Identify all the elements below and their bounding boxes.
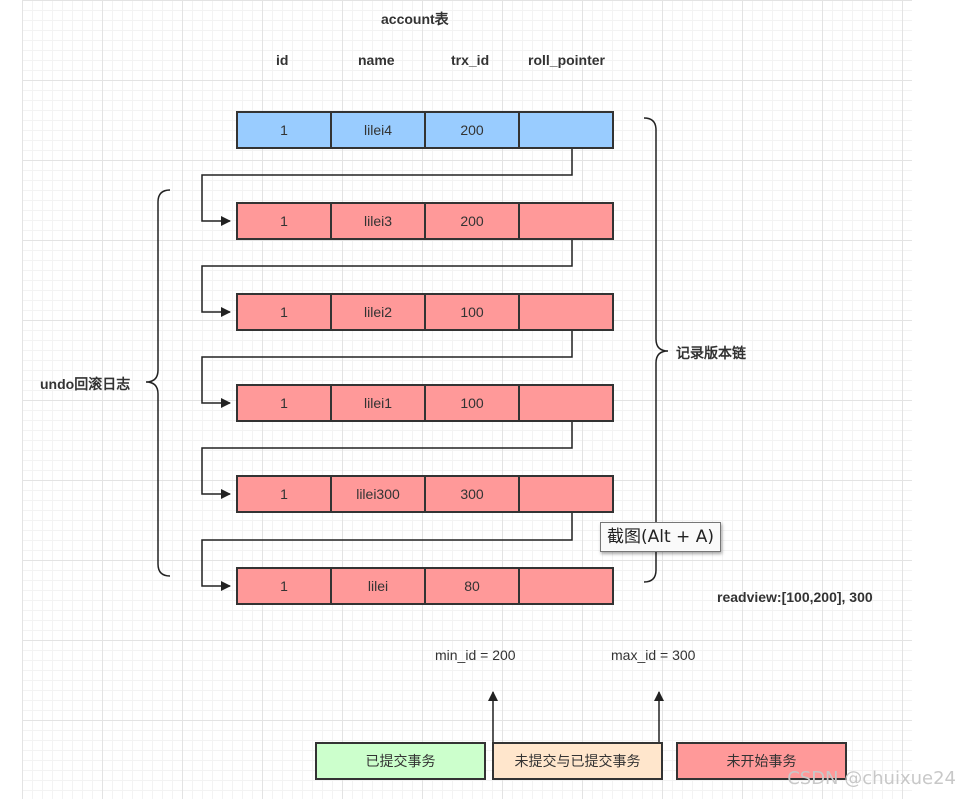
cell-trx-id: 300	[424, 475, 520, 513]
cell-trx-id: 100	[424, 384, 520, 422]
cell-name: lilei	[330, 567, 426, 605]
cell-id: 1	[236, 293, 332, 331]
cell-trx-id: 80	[424, 567, 520, 605]
cell-roll-pointer	[518, 475, 614, 513]
roll-pointer-link	[201, 513, 573, 591]
cell-id: 1	[236, 475, 332, 513]
version-row-undo: 1 lilei 80	[236, 567, 620, 605]
roll-pointer-link	[201, 149, 573, 226]
column-header-roll-pointer: roll_pointer	[528, 52, 606, 68]
cell-id: 1	[236, 567, 332, 605]
legend-mixed: 未提交与已提交事务	[492, 742, 663, 780]
version-chain-label: 记录版本链	[676, 345, 746, 361]
cell-name: lilei4	[330, 111, 426, 149]
roll-pointer-link	[201, 331, 573, 408]
legend-not-started: 未开始事务	[676, 742, 847, 780]
version-row-undo: 1 lilei1 100	[236, 384, 620, 422]
csdn-watermark: CSDN @chuixue24	[787, 768, 956, 789]
cell-trx-id: 100	[424, 293, 520, 331]
version-row-current: 1 lilei4 200	[236, 111, 620, 149]
max-id-label: max_id = 300	[611, 647, 696, 663]
cell-name: lilei3	[330, 202, 426, 240]
version-row-undo: 1 lilei2 100	[236, 293, 620, 331]
column-header-trx-id: trx_id	[451, 52, 490, 68]
cell-roll-pointer	[518, 293, 614, 331]
cell-roll-pointer	[518, 384, 614, 422]
cell-id: 1	[236, 202, 332, 240]
cell-roll-pointer	[518, 202, 614, 240]
roll-pointer-link	[201, 240, 573, 317]
cell-name: lilei300	[330, 475, 426, 513]
version-row-undo: 1 lilei3 200	[236, 202, 620, 240]
column-header-name: name	[358, 52, 395, 68]
cell-roll-pointer	[518, 567, 614, 605]
table-title: account表	[381, 11, 449, 27]
cell-name: lilei1	[330, 384, 426, 422]
cell-trx-id: 200	[424, 202, 520, 240]
cell-roll-pointer	[518, 111, 614, 149]
cell-id: 1	[236, 384, 332, 422]
legend-committed: 已提交事务	[315, 742, 486, 780]
cell-name: lilei2	[330, 293, 426, 331]
undo-log-brace	[145, 189, 171, 577]
column-header-id: id	[276, 52, 289, 68]
version-chain-brace	[643, 117, 669, 583]
roll-pointer-link	[201, 422, 573, 499]
cell-trx-id: 200	[424, 111, 520, 149]
version-row-undo: 1 lilei300 300	[236, 475, 620, 513]
readview-label: readview:[100,200], 300	[717, 589, 873, 605]
screenshot-tooltip: 截图(Alt + A)	[600, 522, 721, 552]
min-id-label: min_id = 200	[435, 647, 516, 663]
undo-log-label: undo回滚日志	[40, 376, 131, 392]
cell-id: 1	[236, 111, 332, 149]
